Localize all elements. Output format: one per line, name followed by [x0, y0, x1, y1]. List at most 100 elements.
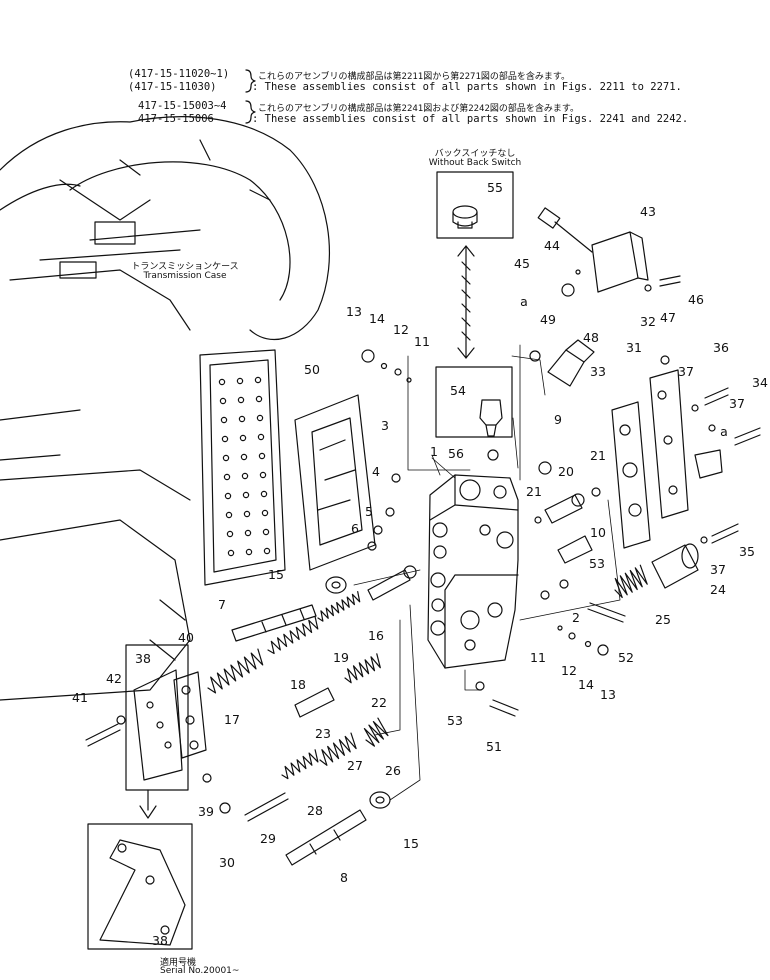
part-label-30: 30 — [219, 855, 235, 870]
transmission-case-outline — [0, 116, 331, 701]
part-label-14: 14 — [578, 677, 594, 692]
part-label-a: a — [720, 424, 728, 439]
seal-15-parts — [325, 576, 391, 809]
header-code-1: (417-15-11020~1) — [128, 68, 230, 80]
case-hole — [224, 492, 232, 500]
part-label-3: 3 — [381, 418, 389, 433]
cover-31 — [649, 369, 723, 519]
part-label-26: 26 — [385, 763, 401, 778]
spring-27 — [319, 732, 357, 766]
part-label-28: 28 — [307, 803, 323, 818]
case-hole — [220, 416, 228, 424]
solenoid-43 — [537, 207, 649, 293]
part-label-53: 53 — [447, 713, 463, 728]
part-label-25: 25 — [655, 612, 671, 627]
without-back-switch-en: Without Back Switch — [428, 158, 522, 168]
without-back-switch-jp: バックスイッチなし — [434, 149, 516, 159]
case-hole — [227, 549, 235, 557]
header-en-1: : These assemblies consist of all parts … — [252, 81, 682, 93]
case-hole — [242, 491, 250, 499]
part-label-19: 19 — [333, 650, 349, 665]
part-label-10: 10 — [590, 525, 606, 540]
case-hole — [254, 376, 262, 384]
case-hole — [245, 548, 253, 556]
transmission-case-jp: トランスミッションケース — [131, 262, 239, 272]
case-hole — [262, 528, 270, 536]
part-label-38: 38 — [135, 651, 151, 666]
case-hole — [218, 378, 226, 386]
case-hole — [243, 510, 251, 518]
case-hole — [255, 395, 263, 403]
part-label-12: 12 — [393, 322, 409, 337]
valve-body-1 — [427, 474, 519, 669]
case-hole — [223, 473, 231, 481]
part-label-11: 11 — [530, 650, 546, 665]
case-hole — [240, 453, 248, 461]
part-label-36: 36 — [713, 340, 729, 355]
switch-54-box — [435, 366, 513, 438]
pin-29 — [244, 792, 289, 822]
case-hole — [260, 490, 268, 498]
swap-arrow — [457, 245, 475, 359]
header-code-2: (417-15-11030) — [128, 81, 217, 93]
case-hole — [261, 509, 269, 517]
part-label-8: 8 — [340, 870, 348, 885]
part-label-37: 37 — [710, 562, 726, 577]
part-label-38: 38 — [152, 933, 168, 948]
case-hole — [257, 433, 265, 441]
part-label-5: 5 — [365, 504, 373, 519]
header-code-4: 417-15-15006 — [138, 113, 214, 125]
part-label-37: 37 — [678, 364, 694, 379]
part-label-51: 51 — [486, 739, 502, 754]
part-label-55: 55 — [487, 180, 503, 195]
case-plate-holes — [218, 376, 271, 557]
spool-7 — [231, 604, 317, 642]
case-hole — [239, 434, 247, 442]
case-hole — [258, 452, 266, 460]
part-label-29: 29 — [260, 831, 276, 846]
gasket-40 — [173, 671, 207, 759]
case-hole — [237, 396, 245, 404]
case-hole — [238, 415, 246, 423]
case-hole — [226, 530, 234, 538]
header-en-2: : These assemblies consist of all parts … — [252, 113, 689, 125]
part-label-21: 21 — [590, 448, 606, 463]
part-label-44: 44 — [544, 238, 560, 253]
spring-19 — [317, 591, 361, 622]
serial-jp: 適用号機 — [160, 958, 197, 968]
part-label-20: 20 — [558, 464, 574, 479]
header-jp-2: これらのアセンブリの構成部品は第2241図および第2242図の部品を含みます。 — [258, 104, 579, 114]
plug-23 — [294, 687, 335, 718]
part-label-43: 43 — [640, 204, 656, 219]
part-label-22: 22 — [371, 695, 387, 710]
part-label-24: 24 — [710, 582, 726, 597]
header-braces — [245, 69, 256, 124]
part-label-27: 27 — [347, 758, 363, 773]
part-label-31: 31 — [626, 340, 642, 355]
serial-en: Serial No.20001~ — [160, 966, 240, 976]
part-label-50: 50 — [304, 362, 320, 377]
part-label-6: 6 — [351, 521, 359, 536]
part-label-12: 12 — [561, 663, 577, 678]
spring-18 — [267, 616, 319, 655]
spring-25 — [614, 564, 648, 599]
part-label-17: 17 — [224, 712, 240, 727]
part-label-33: 33 — [590, 364, 606, 379]
case-hole — [244, 529, 252, 537]
bracket-38-detail-box — [87, 823, 193, 950]
part-label-53: 53 — [589, 556, 605, 571]
gasket-50 — [294, 394, 376, 571]
spring-28 — [281, 749, 319, 780]
part-label-48: 48 — [583, 330, 599, 345]
part-label-7: 7 — [218, 597, 226, 612]
part-label-35: 35 — [739, 544, 755, 559]
part-label-56: 56 — [448, 446, 464, 461]
case-hole — [263, 547, 271, 555]
part-label-14: 14 — [369, 311, 385, 326]
switch-48 — [547, 339, 595, 387]
part-label-15: 15 — [403, 836, 419, 851]
part-label-45: 45 — [514, 256, 530, 271]
